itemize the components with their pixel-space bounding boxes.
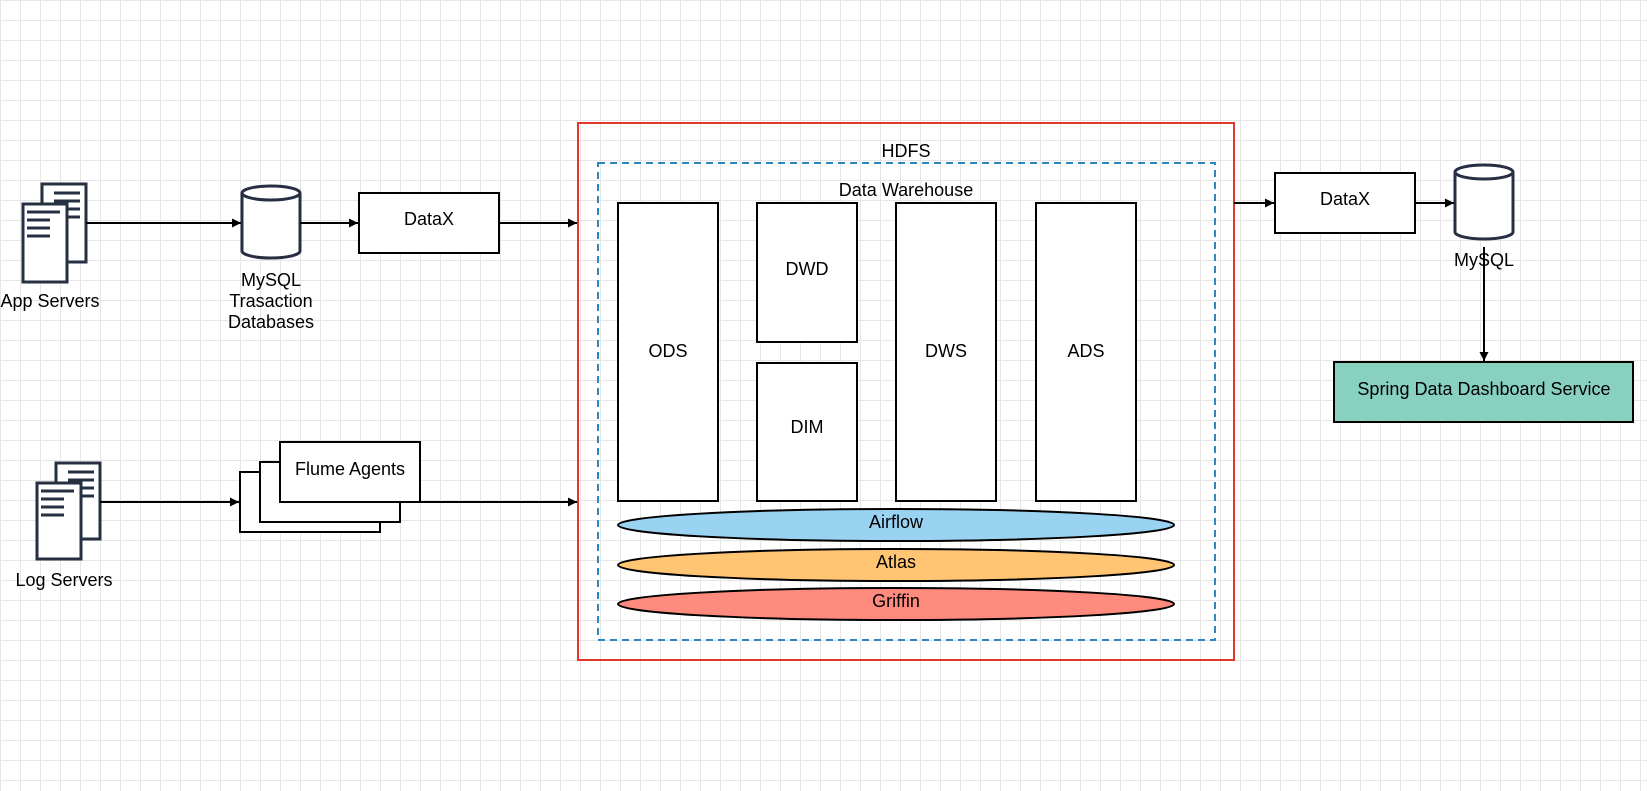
mysql-transaction-node: MySQL Trasaction Databases: [228, 184, 314, 332]
datax-out-box: [1274, 172, 1416, 234]
dim-box: [756, 362, 858, 502]
dashboard-label: Spring Data Dashboard Service: [1357, 379, 1610, 399]
mysql-transaction-line-1: MySQL: [241, 270, 301, 290]
connectors: [86, 198, 1489, 507]
airflow-ellipse: [617, 508, 1175, 542]
document-stack-icon: [21, 182, 88, 284]
app-servers-label: App Servers: [0, 291, 99, 311]
ods-label: ODS: [648, 341, 687, 361]
dwd-layer: DWD: [756, 202, 858, 343]
griffin-ellipse: [617, 587, 1175, 621]
log-servers-node: Log Servers: [15, 461, 113, 590]
data-warehouse-border: [597, 162, 1216, 641]
airflow-label: Airflow: [869, 512, 924, 532]
dim-label: DIM: [791, 417, 824, 437]
data-warehouse-container: Data Warehouse: [597, 162, 1216, 641]
griffin-label: Griffin: [872, 591, 920, 611]
dwd-box: [756, 202, 858, 343]
datax-in-node: DataX: [358, 192, 500, 254]
atlas-label: Atlas: [876, 552, 916, 572]
document-stack-icon: [35, 461, 102, 561]
griffin-tool: Griffin: [617, 587, 1175, 621]
database-icon: [240, 184, 302, 260]
datax-out-label: DataX: [1320, 189, 1370, 209]
ads-box: [1035, 202, 1137, 502]
mysql-transaction-line-2: Trasaction: [229, 291, 312, 311]
dwd-label: DWD: [786, 259, 829, 279]
hdfs-container: HDFS: [577, 122, 1235, 661]
dws-label: DWS: [925, 341, 967, 361]
flume-agents-label: Flume Agents: [295, 459, 405, 479]
data-warehouse-label: Data Warehouse: [839, 180, 973, 200]
log-servers-label: Log Servers: [15, 570, 112, 590]
ods-layer: ODS: [617, 202, 719, 502]
dws-layer: DWS: [895, 202, 997, 502]
datax-in-label: DataX: [404, 209, 454, 229]
app-servers-node: App Servers: [0, 182, 100, 311]
ads-label: ADS: [1067, 341, 1104, 361]
atlas-tool: Atlas: [617, 548, 1175, 582]
dashboard-box: [1333, 361, 1634, 423]
hdfs-border: [577, 122, 1235, 661]
hdfs-label: HDFS: [882, 141, 931, 161]
atlas-ellipse: [617, 548, 1175, 582]
datax-out-node: DataX: [1274, 172, 1416, 234]
dashboard-node: Spring Data Dashboard Service: [1333, 361, 1634, 423]
ads-layer: ADS: [1035, 202, 1137, 502]
flume-agents-node: Flume Agents: [239, 441, 421, 533]
airflow-tool: Airflow: [617, 508, 1175, 542]
dws-box: [895, 202, 997, 502]
flume-agents-box: [279, 441, 421, 503]
mysql-transaction-line-3: Databases: [228, 312, 314, 332]
ods-box: [617, 202, 719, 502]
dim-layer: DIM: [756, 362, 858, 502]
database-icon: [1453, 163, 1515, 241]
